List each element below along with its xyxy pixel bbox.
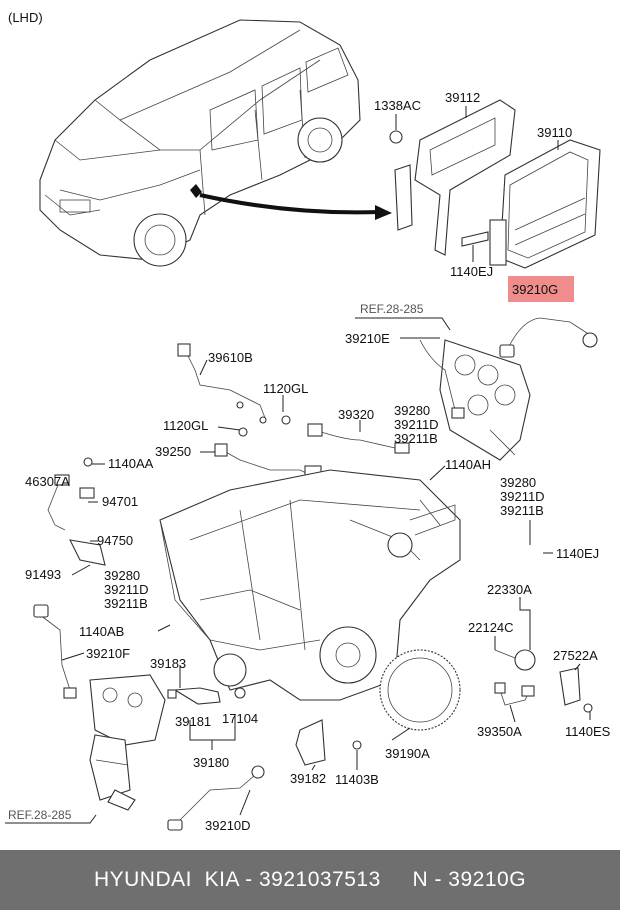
label-94750[interactable]: 94750 [97, 533, 133, 548]
label-1338AC[interactable]: 1338AC [374, 98, 421, 113]
label-46307A[interactable]: 46307A [25, 474, 70, 489]
o2-sensor-39210F [33, 604, 77, 699]
exploded-parts-diagram: (LHD) [5, 10, 611, 833]
ring-gear-39190A [379, 649, 461, 731]
exhaust-manifold-upper [419, 339, 531, 461]
label-39280-a[interactable]: 39280 [394, 403, 430, 418]
sensor-46307A [47, 457, 106, 566]
label-39210F[interactable]: 39210F [86, 646, 130, 661]
footer-part-number-bar: HYUNDAI KIA - 3921037513 N - 39210G [0, 850, 620, 910]
label-27522A[interactable]: 27522A [553, 648, 598, 663]
label-39350A[interactable]: 39350A [477, 724, 522, 739]
label-39211B-a[interactable]: 39211B [394, 431, 438, 446]
cam-position-sensor-group [167, 687, 246, 705]
label-39320[interactable]: 39320 [338, 407, 374, 422]
ref-label-top[interactable]: REF.28-285 [360, 302, 424, 316]
ref-label-bottom[interactable]: REF.28-285 [8, 808, 72, 822]
label-22330A[interactable]: 22330A [487, 582, 532, 597]
label-91493[interactable]: 91493 [25, 567, 61, 582]
sensor-39250 [214, 427, 322, 481]
label-39211B-b[interactable]: 39211B [500, 503, 544, 518]
o2-sensor-39210G-harness [499, 317, 598, 358]
leader-lines [5, 106, 591, 824]
label-39280-c[interactable]: 39280 [104, 568, 140, 583]
label-17104[interactable]: 17104 [222, 711, 258, 726]
exhaust-manifold-lower [89, 674, 166, 811]
label-39182[interactable]: 39182 [290, 771, 326, 786]
label-11403B[interactable]: 11403B [335, 772, 379, 787]
part-labels: 1338AC 39112 39110 1140EJ 39210E 39610B … [25, 90, 611, 833]
knock-sensor-39320 [281, 415, 410, 454]
footer-text: HYUNDAI KIA - 3921037513 N - 39210G [93, 868, 527, 891]
label-1140EJ-mid[interactable]: 1140EJ [556, 546, 599, 561]
label-39183[interactable]: 39183 [150, 656, 186, 671]
label-39211D-a[interactable]: 39211D [394, 417, 439, 432]
label-39210D[interactable]: 39210D [205, 818, 251, 833]
label-39210G[interactable]: 39210G [512, 282, 558, 297]
crank-sensor-22330A [494, 649, 593, 713]
label-1140AH[interactable]: 1140AH [445, 457, 491, 472]
sensor-39350A [494, 682, 535, 706]
label-39210E[interactable]: 39210E [345, 331, 390, 346]
label-39180[interactable]: 39180 [193, 755, 229, 770]
o2-sensor-39210D [167, 765, 265, 831]
vehicle-illustration [39, 19, 392, 267]
label-39211D-c[interactable]: 39211D [104, 582, 149, 597]
label-1120GL-b[interactable]: 1120GL [163, 418, 208, 433]
label-1120GL-a[interactable]: 1120GL [263, 381, 308, 396]
label-39181[interactable]: 39181 [175, 714, 211, 729]
label-39211D-b[interactable]: 39211D [500, 489, 545, 504]
label-1140ES[interactable]: 1140ES [565, 724, 611, 739]
label-39112[interactable]: 39112 [445, 90, 480, 105]
label-39250[interactable]: 39250 [155, 444, 191, 459]
label-39190A[interactable]: 39190A [385, 746, 430, 761]
ecu-group [389, 99, 601, 269]
bracket-39182 [295, 719, 362, 766]
label-39110[interactable]: 39110 [537, 125, 572, 140]
label-39280-b[interactable]: 39280 [500, 475, 536, 490]
highlight-box [508, 276, 574, 302]
label-22124C[interactable]: 22124C [468, 620, 514, 635]
label-94701[interactable]: 94701 [102, 494, 138, 509]
engine-block [159, 469, 461, 701]
label-1140AA[interactable]: 1140AA [108, 456, 154, 471]
lhd-label: (LHD) [8, 10, 43, 25]
label-1140AB[interactable]: 1140AB [79, 624, 124, 639]
wiring-39610B [177, 343, 267, 424]
label-1140EJ-top[interactable]: 1140EJ [450, 264, 493, 279]
label-39211B-c[interactable]: 39211B [104, 596, 148, 611]
label-39610B[interactable]: 39610B [208, 350, 253, 365]
